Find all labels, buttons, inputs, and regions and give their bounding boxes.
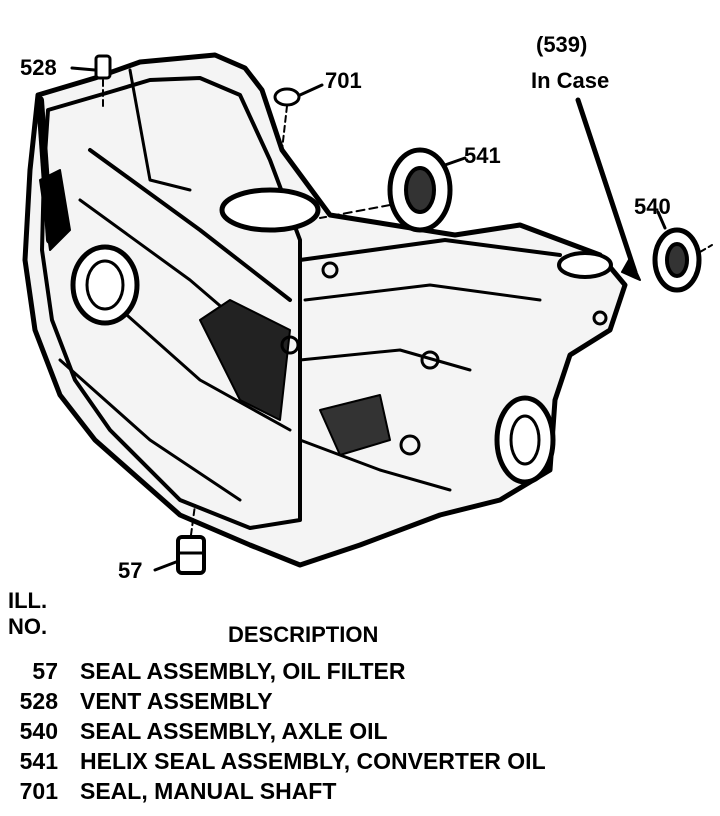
axle-oil-seal-540-inner — [665, 242, 689, 278]
case-rib — [298, 348, 472, 372]
transaxle-case-diagram — [22, 52, 713, 575]
legend-header-description: DESCRIPTION — [228, 622, 379, 647]
legend-description: HELIX SEAL ASSEMBLY, CONVERTER OIL — [80, 748, 546, 774]
legend-ill-number: 57 — [32, 658, 58, 684]
leader-539-arrow — [621, 257, 641, 281]
case-body-outline — [22, 52, 628, 568]
callout-701: 701 — [325, 68, 362, 93]
case-rib — [58, 358, 242, 502]
bolt-hole — [420, 350, 440, 370]
legend-ill-number: 541 — [19, 748, 58, 774]
input-bore — [70, 244, 140, 326]
legend-ill-number: 528 — [19, 688, 58, 714]
leader-541-dash — [319, 204, 391, 219]
callout-528: 528 — [20, 55, 57, 80]
case-rib — [128, 68, 192, 192]
case-rib — [298, 238, 562, 262]
leader-528 — [70, 66, 97, 72]
case-rib — [298, 438, 452, 492]
callout-in-case: In Case — [531, 68, 610, 93]
case-port — [557, 251, 613, 279]
leader-541 — [443, 156, 467, 167]
converter-oil-seal-541-inner — [404, 166, 436, 214]
bolt-hole — [280, 335, 300, 355]
callout-540: 540 — [634, 194, 671, 219]
vent-assembly-528 — [94, 54, 112, 80]
callout-539: (539) — [536, 32, 588, 57]
legend-ill-number: 540 — [19, 718, 58, 744]
legend-header-ill-no: ILL. NO. — [8, 588, 47, 640]
legend-description: SEAL ASSEMBLY, AXLE OIL — [80, 718, 388, 744]
legend-description: SEAL ASSEMBLY, OIL FILTER — [80, 658, 406, 684]
case-rib — [303, 283, 542, 302]
parts-legend: ILL. NO. DESCRIPTION 57 SEAL ASSEMBLY, O… — [0, 588, 720, 816]
input-bore-inner — [85, 259, 125, 311]
leader-701 — [298, 83, 324, 97]
legend-header-no: NO. — [8, 614, 48, 639]
oil-filter-seal-57 — [176, 535, 206, 575]
callout-541: 541 — [464, 143, 501, 168]
leader-539 — [575, 97, 638, 275]
case-shadow — [199, 299, 291, 421]
case-rib — [88, 148, 292, 302]
leader-57 — [153, 560, 178, 572]
case-shadow — [319, 394, 391, 456]
converter-bore — [219, 187, 321, 233]
axle-bore — [494, 395, 556, 485]
bolt-hole — [321, 261, 339, 279]
legend-description: VENT ASSEMBLY — [80, 688, 273, 714]
bolt-hole — [592, 310, 608, 326]
legend-description: SEAL, MANUAL SHAFT — [80, 778, 337, 804]
legend-header-ill: ILL. — [8, 588, 48, 613]
leader-540-dash — [699, 244, 713, 253]
case-rib — [108, 298, 292, 432]
case-shadow — [39, 169, 71, 251]
manual-shaft-seal-701 — [273, 87, 301, 107]
front-flange — [40, 76, 302, 530]
callout-57: 57 — [118, 558, 143, 583]
axle-bore-inner — [509, 414, 541, 466]
leader-57-dash — [190, 504, 196, 536]
legend-ill-number: 701 — [19, 778, 58, 804]
leader-701-dash — [281, 105, 288, 151]
leader-540 — [656, 210, 667, 230]
bolt-hole — [399, 434, 421, 456]
